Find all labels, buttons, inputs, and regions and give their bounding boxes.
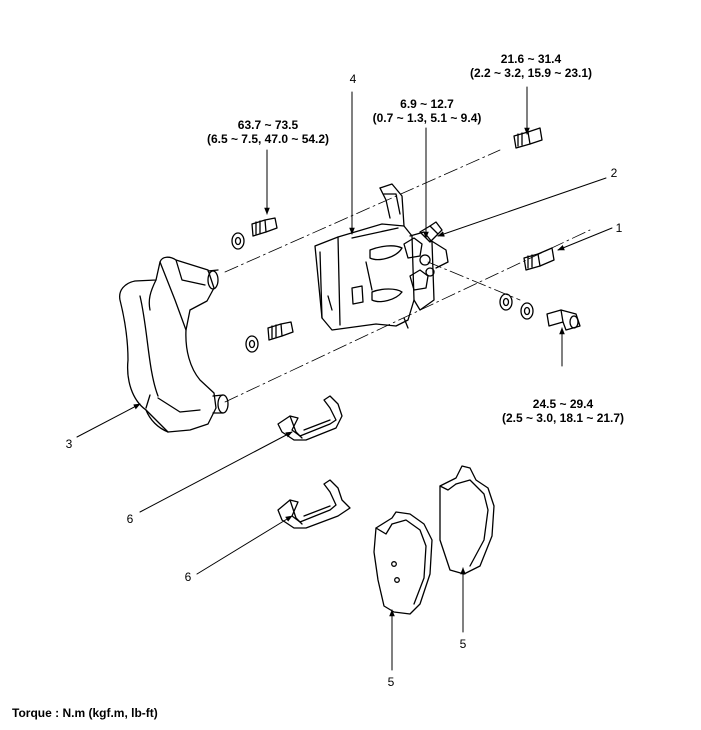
bracket-washer-upper: [231, 232, 245, 250]
alignment-lines: [224, 149, 591, 403]
torque-spec-guide-bolt: 24.5 ~ 29.4 (2.5 ~ 3.0, 18.1 ~ 21.7): [502, 397, 624, 425]
torque-units-legend: Torque : N.m (kgf.m, lb-ft): [12, 706, 158, 720]
callout-6-upper-clip: 6: [126, 512, 134, 526]
callout-3: 3: [65, 437, 73, 451]
callout-5-inner-pad: 5: [387, 675, 395, 689]
right-washer-a: [499, 293, 513, 311]
right-washer-b: [520, 302, 534, 320]
torque-line-2: (0.7 ~ 1.3, 5.1 ~ 9.4): [372, 111, 482, 125]
torque-line-1: 6.9 ~ 12.7: [400, 97, 454, 111]
leader-lines: [76, 86, 613, 671]
bracket-washer-lower: [245, 335, 259, 353]
top-right-bolt: [513, 127, 543, 149]
callout-2: 2: [610, 166, 618, 180]
caliper-body: [314, 183, 449, 331]
pad-clip-lower: [277, 479, 351, 529]
torque-line-2: (2.5 ~ 3.0, 18.1 ~ 21.7): [501, 411, 625, 425]
pad-clip-upper: [277, 395, 343, 441]
callout-5-outer-pad: 5: [459, 637, 467, 651]
mid-right-bolt: [523, 247, 555, 271]
torque-line-1: 24.5 ~ 29.4: [532, 397, 594, 411]
torque-spec-bracket-bolt: 63.7 ~ 73.5 (6.5 ~ 7.5, 47.0 ~ 54.2): [207, 118, 329, 146]
bracket-bolt-upper: [251, 217, 278, 237]
torque-line-2: (6.5 ~ 7.5, 47.0 ~ 54.2): [206, 132, 330, 146]
brake-pad-inner: [373, 511, 433, 615]
torque-spec-bleeder: 6.9 ~ 12.7 (0.7 ~ 1.3, 5.1 ~ 9.4): [373, 97, 482, 125]
torque-spec-top-right-bolt: 21.6 ~ 31.4 (2.2 ~ 3.2, 15.9 ~ 23.1): [470, 52, 592, 80]
caliper-bracket: [119, 256, 229, 433]
callout-4: 4: [349, 72, 357, 86]
lower-right-bolt: [546, 309, 581, 331]
brake-pad-outer: [439, 465, 495, 575]
callout-6-lower-clip: 6: [184, 570, 192, 584]
torque-line-2: (2.2 ~ 3.2, 15.9 ~ 23.1): [469, 66, 593, 80]
callout-1: 1: [615, 221, 623, 235]
torque-line-1: 63.7 ~ 73.5: [237, 118, 299, 132]
torque-line-1: 21.6 ~ 31.4: [500, 52, 562, 66]
bracket-bolt-lower: [267, 321, 294, 341]
